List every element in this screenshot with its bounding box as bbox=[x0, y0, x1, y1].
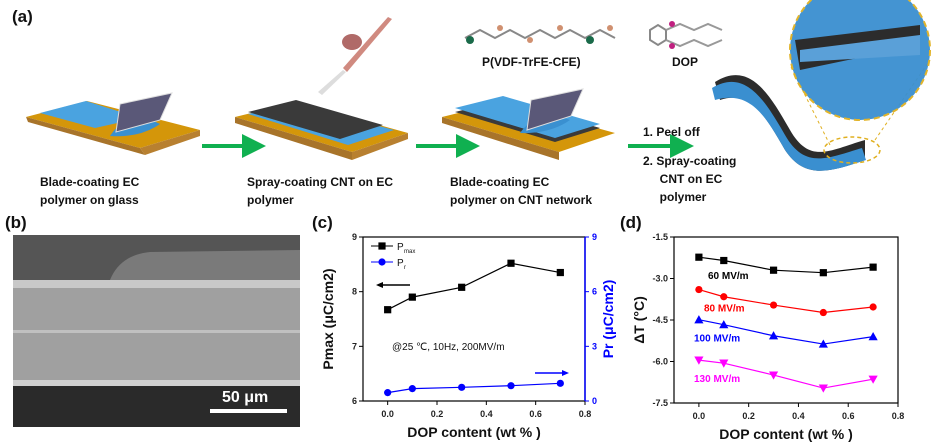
data-point-square bbox=[819, 269, 827, 277]
step4-illustration bbox=[712, 0, 931, 171]
step1-line1: Blade-coating EC bbox=[40, 175, 140, 189]
data-point-circle bbox=[869, 303, 877, 311]
data-point-circle bbox=[458, 383, 466, 391]
data-point-square bbox=[695, 253, 703, 261]
arrow-right-head bbox=[562, 370, 569, 376]
data-point-square bbox=[556, 268, 564, 277]
panel-label-b: (b) bbox=[5, 213, 27, 232]
step1-illustration bbox=[26, 92, 200, 155]
panel-label-c: (c) bbox=[312, 213, 333, 232]
step4-line4: polymer bbox=[643, 190, 707, 204]
data-point-square bbox=[384, 306, 392, 314]
data-point-circle bbox=[769, 301, 778, 309]
data-point-circle bbox=[507, 382, 515, 390]
y-right-tick-label: 0 bbox=[592, 396, 597, 406]
x-tick-label: 0.0 bbox=[381, 409, 394, 419]
x-tick-label: 0.2 bbox=[742, 411, 755, 421]
data-point-circle bbox=[720, 293, 728, 301]
x-tick-label: 0.6 bbox=[529, 409, 542, 419]
legend-label: P bbox=[397, 258, 404, 269]
y-tick-label: -6.0 bbox=[652, 357, 668, 367]
step2-illustration bbox=[235, 17, 408, 160]
series-label: 100 MV/m bbox=[694, 334, 740, 345]
y-right-tick-label: 3 bbox=[592, 341, 597, 351]
step4-line1: 1. Peel off bbox=[643, 125, 701, 139]
legend-subscript: max bbox=[404, 249, 415, 255]
x-axis-title: DOP content (wt % ) bbox=[407, 424, 541, 440]
conditions-annotation: @25 ℃, 10Hz, 200MV/m bbox=[392, 342, 505, 353]
data-point-triangle-down bbox=[868, 375, 878, 384]
sem-image bbox=[13, 235, 300, 427]
step4-line2: 2. Spray-coating bbox=[643, 154, 736, 168]
data-point-circle bbox=[378, 258, 386, 266]
series-line bbox=[387, 262, 561, 311]
data-point-triangle bbox=[694, 315, 704, 324]
data-point-square bbox=[769, 266, 778, 274]
y-tick-label: 8 bbox=[352, 287, 357, 297]
x-tick-label: 0.4 bbox=[480, 409, 493, 419]
data-point-circle bbox=[556, 379, 564, 387]
data-point-circle bbox=[695, 285, 703, 294]
scale-bar-label: 50 μm bbox=[222, 389, 268, 406]
step2-line2: polymer bbox=[247, 193, 294, 207]
step3-line2: polymer on CNT network bbox=[450, 193, 592, 207]
y-axis-title: ΔT (°C) bbox=[631, 296, 647, 344]
panel-label-a: (a) bbox=[12, 7, 33, 26]
data-point-circle bbox=[408, 385, 416, 393]
x-tick-label: 0.0 bbox=[693, 411, 706, 421]
y-right-tick-label: 6 bbox=[592, 287, 597, 297]
x-tick-label: 0.2 bbox=[431, 409, 444, 419]
dop-label: DOP bbox=[672, 55, 698, 69]
step2-line1: Spray-coating CNT on EC bbox=[247, 175, 393, 189]
y-tick-label: -3.0 bbox=[652, 274, 668, 284]
y-tick-label: 6 bbox=[352, 396, 357, 406]
data-point-triangle-down bbox=[818, 384, 828, 393]
step3-illustration bbox=[442, 88, 615, 160]
series-label: 60 MV/m bbox=[708, 271, 749, 282]
x-tick-label: 0.8 bbox=[579, 409, 592, 419]
data-point-circle bbox=[819, 308, 827, 317]
y-right-tick-label: 9 bbox=[592, 232, 597, 242]
data-point-circle bbox=[384, 389, 392, 397]
panel-label-d: (d) bbox=[620, 213, 642, 232]
molecule-dop bbox=[649, 21, 723, 49]
y-tick-label: -7.5 bbox=[652, 398, 668, 408]
x-tick-label: 0.6 bbox=[842, 411, 855, 421]
molecule-polymer bbox=[464, 25, 616, 44]
y-tick-label: -4.5 bbox=[652, 315, 668, 325]
data-point-triangle bbox=[818, 339, 828, 348]
y-tick-label: 9 bbox=[352, 232, 357, 242]
data-point-triangle-down bbox=[694, 356, 704, 365]
y-right-axis-title: Pr (μC/cm2) bbox=[600, 280, 616, 359]
y-tick-label: 7 bbox=[352, 341, 357, 351]
legend-subscript: r bbox=[404, 265, 406, 271]
step3-line1: Blade-coating EC bbox=[450, 175, 550, 189]
arrow-left-head bbox=[376, 282, 383, 288]
data-point-square bbox=[378, 242, 386, 250]
series-label: 130 MV/m bbox=[694, 374, 740, 385]
data-point-triangle bbox=[768, 331, 779, 340]
data-point-square bbox=[408, 293, 416, 301]
data-point-triangle-down bbox=[719, 359, 729, 368]
data-point-square bbox=[507, 259, 515, 267]
x-axis-title: DOP content (wt % ) bbox=[719, 426, 853, 442]
y-axis-title: Pmax (μC/cm2) bbox=[320, 268, 336, 369]
step1-line2: polymer on glass bbox=[40, 193, 139, 207]
step4-line3: CNT on EC bbox=[643, 172, 723, 186]
data-point-square bbox=[869, 263, 877, 271]
series-label: 80 MV/m bbox=[704, 304, 745, 315]
y-tick-label: -1.5 bbox=[652, 232, 668, 242]
legend-label: P bbox=[397, 242, 404, 253]
polymer-label: P(VDF-TrFE-CFE) bbox=[482, 55, 581, 69]
x-tick-label: 0.4 bbox=[792, 411, 805, 421]
data-point-triangle-down bbox=[768, 371, 779, 380]
data-point-triangle bbox=[719, 320, 729, 329]
data-point-square bbox=[720, 256, 728, 265]
data-point-triangle bbox=[868, 332, 878, 341]
x-tick-label: 0.8 bbox=[892, 411, 905, 421]
data-point-square bbox=[458, 283, 466, 291]
